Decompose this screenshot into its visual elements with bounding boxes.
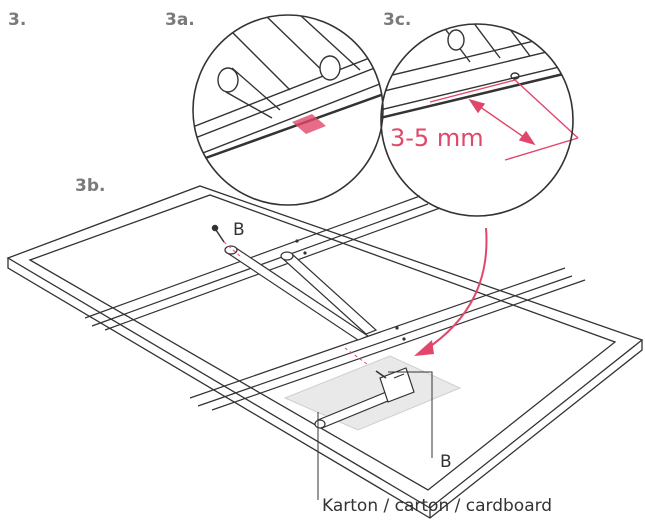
- slats: [224, 245, 378, 341]
- detail-3a-content: [193, 15, 383, 162]
- screw-path-lower: [344, 347, 379, 373]
- detail-3c-circle: [380, 23, 574, 217]
- screw-b-lower-label: B: [440, 452, 452, 472]
- measure-lines: [429, 79, 579, 161]
- frame-rails: [84, 195, 586, 411]
- screw-upper: [211, 224, 225, 243]
- screw-lower: [375, 370, 387, 379]
- step-3b-label: 3b.: [75, 176, 106, 196]
- step-3-label: 3.: [8, 10, 27, 30]
- measurement-label: 3-5 mm: [390, 124, 484, 152]
- zoom-arrow-head: [414, 340, 434, 356]
- step-3c-label: 3c.: [383, 10, 412, 30]
- cardboard-slat: [314, 367, 415, 429]
- zoom-arrow: [424, 227, 488, 351]
- cardboard-label: Karton / carton / cardboard: [322, 496, 553, 516]
- holes: [295, 239, 406, 341]
- detail-3a-circle: [192, 14, 384, 206]
- step-3a-label: 3a.: [165, 10, 195, 30]
- drill-mark: [292, 114, 326, 134]
- panel: [6, 185, 644, 519]
- leader-lines: [317, 371, 433, 500]
- screw-b-upper-label: B: [233, 220, 245, 240]
